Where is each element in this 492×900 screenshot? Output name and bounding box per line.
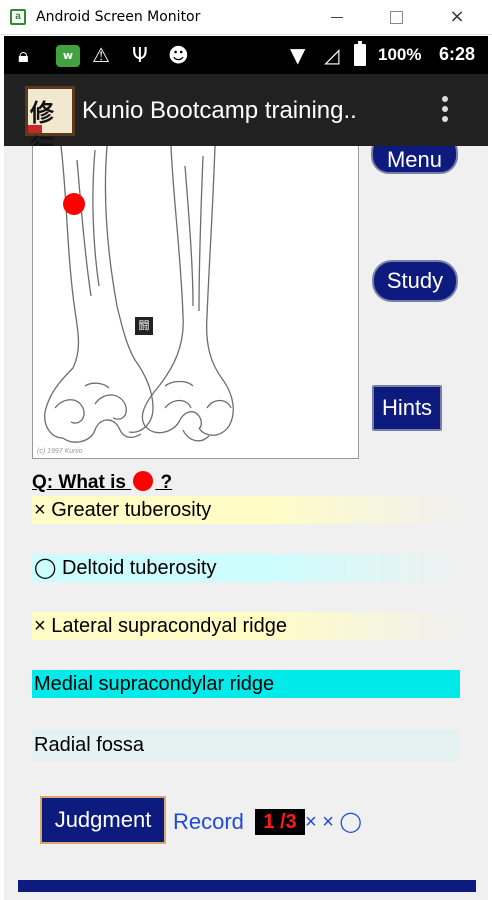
humerus-illustration: 闘 (c) 1997 Kunio	[32, 146, 359, 459]
record-marks: × × ◯	[305, 811, 362, 833]
judgment-button[interactable]: Judgment	[40, 796, 166, 844]
clock: 6:28	[439, 44, 476, 64]
logo-stamp	[28, 125, 42, 133]
close-button[interactable]: ×	[449, 6, 465, 27]
red-dot-icon	[133, 471, 154, 491]
app-logo: 修行	[25, 86, 75, 162]
window-title: Android Screen Monitor	[36, 9, 201, 25]
android-debug-icon: ☻	[168, 43, 189, 67]
answer-option-3[interactable]: × Lateral supracondyal ridge	[32, 612, 460, 640]
question-suffix: ?	[160, 472, 173, 493]
record-count: 1 /3	[255, 809, 305, 835]
record-label: Record	[173, 809, 244, 834]
lock-icon: 🔒︎	[18, 43, 29, 67]
hints-button[interactable]: Hints	[372, 385, 442, 431]
app-title: Kunio Bootcamp training..	[82, 97, 357, 124]
status-bar: 🔒︎ w ⚠︎ Ψ ☻ ▼ ◿ 100% 6:28	[4, 36, 488, 74]
app-bar: 修行 Kunio Bootcamp training..	[4, 74, 488, 162]
window-title-bar: a Android Screen Monitor ×	[0, 0, 492, 35]
battery-icon	[354, 41, 366, 66]
bottom-bar	[18, 880, 476, 892]
minimize-button[interactable]	[322, 4, 352, 30]
question-prefix: Q: What is	[32, 472, 126, 493]
usb-icon: Ψ	[132, 43, 148, 67]
warning-icon: ⚠︎	[92, 43, 110, 67]
answer-option-2[interactable]: ◯ Deltoid tuberosity	[32, 554, 460, 582]
answer-option-5[interactable]: Radial fossa	[32, 729, 460, 761]
figure-copyright: (c) 1997 Kunio	[37, 448, 83, 455]
figure-label-box: 闘	[135, 317, 153, 335]
android-monitor-icon: a	[10, 9, 26, 25]
question-text: Q: What is ?	[32, 471, 172, 494]
maximize-button[interactable]	[381, 4, 411, 30]
menu-button[interactable]: Menu	[371, 146, 458, 174]
bone-drawing	[44, 146, 234, 443]
answer-option-4[interactable]: Medial supracondylar ridge	[32, 670, 460, 698]
study-button[interactable]: Study	[372, 260, 458, 302]
quiz-content: 闘 (c) 1997 Kunio Menu Study Hints Q: Wha…	[4, 146, 488, 900]
wifi-icon: ▼	[290, 43, 306, 67]
no-signal-icon: ◿	[324, 43, 340, 67]
more-vert-icon[interactable]	[438, 96, 452, 126]
battery-percent: 100%	[378, 45, 422, 64]
app-badge-icon: w	[56, 45, 80, 67]
answer-option-1[interactable]: × Greater tuberosity	[32, 496, 460, 524]
red-marker	[63, 193, 85, 215]
